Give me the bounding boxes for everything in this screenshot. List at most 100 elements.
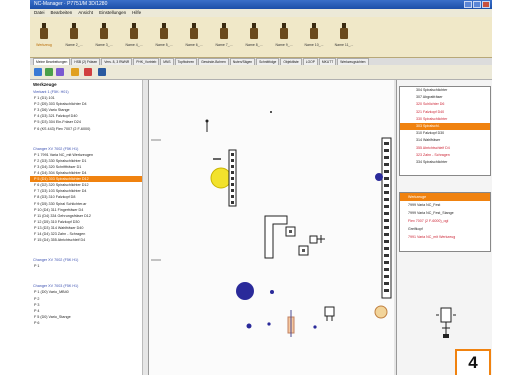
- folder-icon[interactable]: [71, 68, 79, 76]
- tab-item[interactable]: Gewinde-Bohren: [198, 58, 229, 65]
- tab-item[interactable]: Meine Bearbeitungen: [33, 58, 71, 65]
- machine-table-canvas[interactable]: [149, 80, 394, 375]
- tool-list-row[interactable]: 7999 Varia NC_Fest: [408, 203, 441, 207]
- maximize-button[interactable]: [473, 1, 481, 8]
- blue-circle-small[interactable]: [375, 173, 383, 181]
- menu-edit[interactable]: Bearbeiten: [50, 10, 73, 15]
- tree-row[interactable]: F 3 (D4) 320 Schriftfräser D1: [34, 164, 82, 169]
- tool-list-row[interactable]: 304 Spiralschlichter: [416, 88, 448, 92]
- tab-item[interactable]: MKUTT: [318, 58, 337, 65]
- tab-item[interactable]: LOOP: [302, 58, 318, 65]
- tab-item[interactable]: Vers. 8, 3 RWNR: [101, 58, 133, 65]
- tree-row[interactable]: P 13 (D3) 314 Wahlfräser D40: [34, 225, 84, 230]
- tab-item[interactable]: PHK_Vortrieb: [133, 58, 160, 65]
- tree-icon[interactable]: [56, 68, 64, 76]
- open-icon[interactable]: [45, 68, 53, 76]
- tree-row[interactable]: P 5 (D1) 303 Spiralschlichter D12: [30, 176, 148, 183]
- peach-circle[interactable]: [374, 305, 388, 319]
- tool-list-row[interactable]: 303 Spiralschl.: [400, 122, 490, 131]
- tree-group-row[interactable]: Changer XV 7002 (F5K H1): [33, 146, 79, 151]
- tool-slot-2[interactable]: Name 2_...: [63, 21, 85, 51]
- tree-row[interactable]: P 1 (D0) Vario_MB40: [34, 290, 69, 295]
- tree-row[interactable]: F 11 (D4) 334 Gehrungsfräser D12: [34, 213, 91, 218]
- clamp-icon[interactable]: [324, 306, 335, 317]
- block-b[interactable]: [309, 235, 318, 244]
- tool-list-row[interactable]: 7991 Varia NC_mit Werkzeug: [408, 235, 456, 239]
- close-button[interactable]: [482, 1, 490, 8]
- tree-row[interactable]: F 8 (D3) 310 Falzkopf D8: [34, 195, 76, 200]
- tree-row[interactable]: P 2 (D5) 303 Spiralschlichter D4: [34, 102, 87, 107]
- tool-list-row[interactable]: 321 Falzkopf D40: [416, 109, 445, 114]
- tree-row[interactable]: F 6 (D2) 320 Spiralschlichter D12: [34, 183, 89, 188]
- tool-slot-10[interactable]: Name 10_...: [303, 21, 325, 51]
- tab-item[interactable]: Schnittfolge: [256, 58, 280, 65]
- tab-item[interactable]: Topfbohren: [174, 58, 198, 65]
- tool-list-row[interactable]: 323 Zahn - Schragen: [416, 152, 450, 157]
- tree-row[interactable]: F 1 (D1) 101: [34, 96, 55, 101]
- tool-slot-6[interactable]: Name 6_...: [183, 21, 205, 51]
- tree-row[interactable]: [30, 132, 148, 146]
- tree-row[interactable]: P 5 (D3) 304 Ein-Fräser D24: [34, 120, 81, 125]
- tool-list-row[interactable]: 314 Wahlfräser: [416, 138, 441, 143]
- tree-row[interactable]: F 6 (KS 443) Flex 7007 (2 F-6000): [34, 126, 91, 131]
- tool-list-row[interactable]: 320 Schlichter D6: [416, 102, 445, 107]
- blue-circle-large[interactable]: [236, 282, 254, 300]
- tree-row[interactable]: F 2 (D3) 330 Spiralschlichter D1: [34, 158, 87, 163]
- tree-scrollbar[interactable]: [142, 80, 148, 375]
- tool-slot-5[interactable]: Name 5_...: [153, 21, 175, 51]
- tool-slot-8[interactable]: Name 8_...: [243, 21, 265, 51]
- tab-item[interactable]: HSB (2) Fräsen: [71, 58, 101, 65]
- l-bracket[interactable]: [264, 215, 288, 259]
- tree-row[interactable]: F 4 (D4) 304 Spiralschlichter D4: [34, 171, 87, 176]
- tree-row[interactable]: F 9 (D5) 330 Spiral Schlichter.ar: [34, 201, 87, 206]
- tool-slot-7[interactable]: Name 7_...: [213, 21, 235, 51]
- tree-row[interactable]: P 10 (D4) 311 Fingerfräser D4: [34, 207, 84, 212]
- tool-slot-11[interactable]: Name 11_...: [333, 21, 355, 51]
- tab-item[interactable]: Werkzeugsichten: [337, 58, 369, 65]
- tool-slot-9[interactable]: Name 9_...: [273, 21, 295, 51]
- spindle-head[interactable]: [440, 307, 452, 323]
- tree-row[interactable]: F 15 (D4) 355 Abrichtschleif D4: [34, 238, 86, 243]
- tree-row[interactable]: F 14 (D4) 323 Zahn - Schragen: [34, 231, 86, 236]
- tree-group-row[interactable]: Vierkant 1 (F5K: H01): [33, 90, 69, 94]
- tool-list-row[interactable]: 307 Abgratfräser: [416, 95, 443, 100]
- yellow-marker[interactable]: [210, 167, 232, 189]
- menu-settings[interactable]: Einstellungen: [99, 10, 127, 15]
- tree-row[interactable]: [30, 243, 148, 257]
- tree-row[interactable]: P 4: [34, 308, 40, 313]
- tree-row[interactable]: F 4 (D3) 321 Falzkopf D40: [34, 114, 78, 119]
- menu-view[interactable]: Ansicht: [78, 10, 94, 15]
- tree-row[interactable]: P 6: [34, 320, 40, 325]
- tree-row[interactable]: F 3 (D6) Vario Stange: [34, 108, 70, 113]
- tab-item[interactable]: MNS: [160, 58, 174, 65]
- delete-icon[interactable]: [84, 68, 92, 76]
- tree-row[interactable]: P 1 7991 Varia NC_mit Werkzeugen: [34, 152, 94, 157]
- tree-row[interactable]: F 7 (D3) 103 Spiralschlichter D4: [34, 189, 87, 194]
- tree-group-row[interactable]: Changer XV 7002 (F5K H1): [33, 258, 79, 263]
- tool-list-row[interactable]: 7999 Varia NC_Fest_Stange: [408, 211, 454, 215]
- tree-row[interactable]: P 1: [34, 264, 40, 269]
- tab-item[interactable]: Nuten/Sägen: [229, 58, 256, 65]
- tool-list-row[interactable]: Flex 7007 (2 F-6000)_ogl: [408, 219, 449, 223]
- new-icon[interactable]: [34, 68, 42, 76]
- tool-slot-1[interactable]: Werkzeug: [33, 21, 55, 51]
- tool-slot-3[interactable]: Name 3_...: [93, 21, 115, 51]
- tool-list-row[interactable]: 355 Abrichtschleif D4: [416, 145, 450, 150]
- tool-list-row[interactable]: 310 Falzkopf D30: [416, 131, 445, 136]
- save-icon[interactable]: [98, 68, 106, 76]
- menu-help[interactable]: Hilfe: [132, 10, 142, 15]
- tool-list-row[interactable]: Greifkopf: [408, 227, 423, 231]
- tree-row[interactable]: F 12 (D5) 310 Falzkopf D30: [34, 219, 80, 224]
- tree-row[interactable]: P 2: [34, 296, 40, 301]
- menu-file[interactable]: Datei: [34, 10, 45, 15]
- tree-row[interactable]: F 5 (D0) Vario_Stange: [34, 314, 71, 319]
- minimize-button[interactable]: [464, 1, 472, 8]
- tab-item[interactable]: Objektliste: [280, 58, 302, 65]
- tree-row[interactable]: [30, 269, 148, 283]
- tool-list-row[interactable]: 334 Spiralschlichter: [416, 159, 448, 164]
- tree-row[interactable]: P 3: [34, 302, 40, 307]
- tree-group-row[interactable]: Changer XV 7003 (F5K H1): [33, 284, 79, 289]
- tool-slot-4[interactable]: Name 4_...: [123, 21, 145, 51]
- tool-list-row[interactable]: Werkzeuge: [400, 193, 490, 201]
- fixture-column-right[interactable]: [381, 137, 392, 299]
